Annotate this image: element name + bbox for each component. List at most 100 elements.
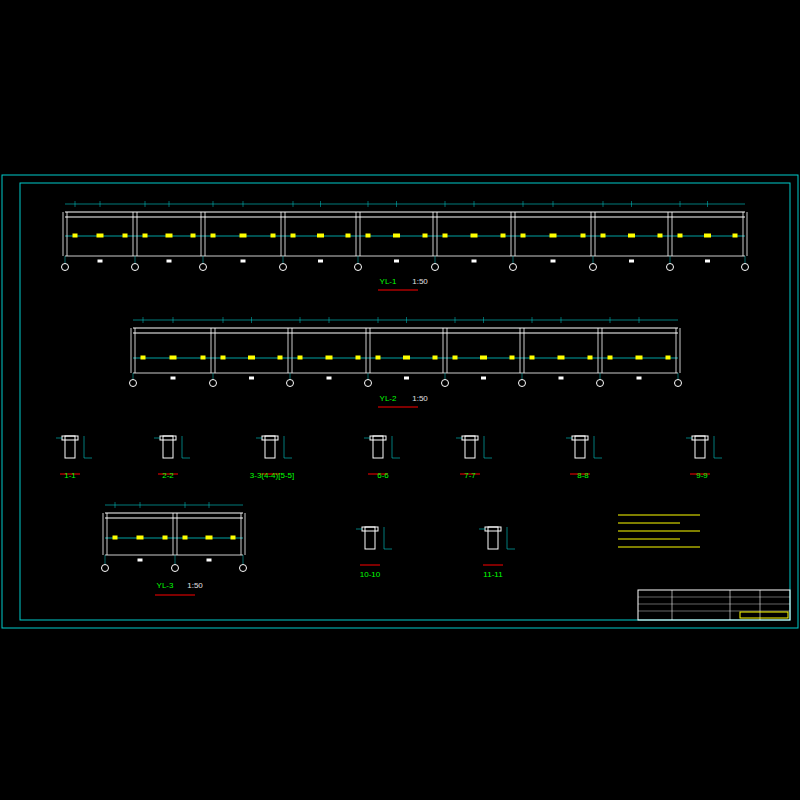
axis-line bbox=[65, 256, 66, 263]
section-flange bbox=[485, 527, 501, 531]
dimension-line bbox=[484, 458, 492, 459]
axis-line bbox=[213, 373, 214, 379]
column-line bbox=[201, 212, 202, 256]
rebar-mark bbox=[170, 356, 176, 359]
column-line bbox=[356, 212, 357, 256]
rebar-mark bbox=[249, 356, 255, 359]
dimension-tick bbox=[532, 317, 533, 323]
axis-line bbox=[368, 373, 369, 379]
bar-mark bbox=[319, 260, 323, 262]
section-flange bbox=[362, 527, 378, 531]
dimension-line bbox=[484, 436, 485, 458]
beam-top bbox=[65, 211, 745, 212]
column-line bbox=[520, 328, 521, 373]
scale-label: 1:50 bbox=[412, 395, 428, 403]
title-block-line bbox=[760, 590, 761, 620]
dimension-line bbox=[84, 458, 92, 459]
axis-bubble bbox=[365, 380, 372, 387]
column-line bbox=[245, 513, 246, 555]
rebar-mark bbox=[191, 234, 195, 237]
title-underline bbox=[378, 290, 418, 291]
rebar-mark bbox=[550, 234, 556, 237]
dimension-tick bbox=[680, 201, 681, 207]
column-line bbox=[103, 513, 104, 555]
rebar-mark bbox=[733, 234, 737, 237]
column-line bbox=[433, 212, 434, 256]
dimension-line bbox=[182, 436, 183, 458]
rebar-mark bbox=[318, 234, 324, 237]
column-line bbox=[743, 212, 744, 256]
axis-line bbox=[133, 373, 134, 379]
rebar-mark bbox=[137, 536, 143, 539]
rebar-mark bbox=[404, 356, 410, 359]
dimension-line bbox=[384, 527, 385, 549]
title-block-line bbox=[672, 590, 673, 620]
column-line bbox=[672, 212, 673, 256]
dimension-tick bbox=[610, 317, 611, 323]
title-block-line bbox=[638, 611, 790, 612]
rebar-mark bbox=[231, 536, 235, 539]
view-title: 2-2 bbox=[162, 472, 174, 480]
rebar-mark bbox=[705, 234, 711, 237]
axis-line bbox=[435, 256, 436, 263]
view-title: YL-1 bbox=[380, 278, 397, 286]
leader-line bbox=[256, 438, 262, 439]
bar-mark bbox=[630, 260, 634, 262]
column-line bbox=[288, 328, 289, 373]
section-flange bbox=[262, 436, 278, 440]
rebar-mark bbox=[271, 234, 275, 237]
scale-label: 1:50 bbox=[412, 278, 428, 286]
rebar-mark bbox=[141, 356, 145, 359]
rebar-mark bbox=[73, 234, 77, 237]
section-outline bbox=[265, 436, 275, 458]
beam-top bbox=[105, 512, 243, 513]
column-line bbox=[205, 212, 206, 256]
note-line bbox=[618, 547, 700, 548]
dimension-line bbox=[284, 458, 292, 459]
rebar-mark bbox=[453, 356, 457, 359]
axis-bubble bbox=[597, 380, 604, 387]
rebar-mark bbox=[471, 234, 477, 237]
view-title: 6-6 bbox=[377, 472, 389, 480]
rebar-mark bbox=[291, 234, 295, 237]
axis-bubble bbox=[172, 565, 179, 572]
axis-bubble bbox=[667, 264, 674, 271]
title-underline bbox=[378, 407, 418, 408]
inner-frame bbox=[20, 183, 790, 620]
dimension-tick bbox=[300, 317, 301, 323]
dimension-tick bbox=[213, 201, 214, 207]
section-flange bbox=[692, 436, 708, 440]
dimension-tick bbox=[378, 317, 379, 323]
dimension-tick bbox=[140, 502, 141, 508]
dimension-tick bbox=[243, 201, 244, 207]
leader-line bbox=[56, 438, 62, 439]
title-underline bbox=[483, 565, 503, 566]
dimension-tick bbox=[368, 201, 369, 207]
axis-bubble bbox=[132, 264, 139, 271]
note-line bbox=[618, 523, 680, 524]
section-flange bbox=[160, 436, 176, 440]
axis-bubble bbox=[432, 264, 439, 271]
column-line bbox=[602, 328, 603, 373]
rebar-mark bbox=[326, 356, 332, 359]
column-line bbox=[285, 212, 286, 256]
dimension-line bbox=[392, 436, 393, 458]
dimension-tick bbox=[561, 317, 562, 323]
bar-mark bbox=[98, 260, 102, 262]
axis-line bbox=[678, 373, 679, 379]
title-block-line bbox=[638, 597, 790, 598]
dimension-tick bbox=[707, 201, 708, 207]
title-block-line bbox=[638, 604, 790, 605]
column-line bbox=[595, 212, 596, 256]
rebar-mark bbox=[629, 234, 635, 237]
bar-mark bbox=[138, 559, 142, 561]
bar-mark bbox=[472, 260, 476, 262]
dimension-line bbox=[507, 527, 508, 549]
section-outline bbox=[373, 436, 383, 458]
title-block-line bbox=[730, 590, 731, 620]
dimension-line bbox=[392, 458, 400, 459]
axis-line bbox=[290, 373, 291, 379]
column-line bbox=[241, 513, 242, 555]
dimension-tick bbox=[631, 201, 632, 207]
axis-bubble bbox=[210, 380, 217, 387]
